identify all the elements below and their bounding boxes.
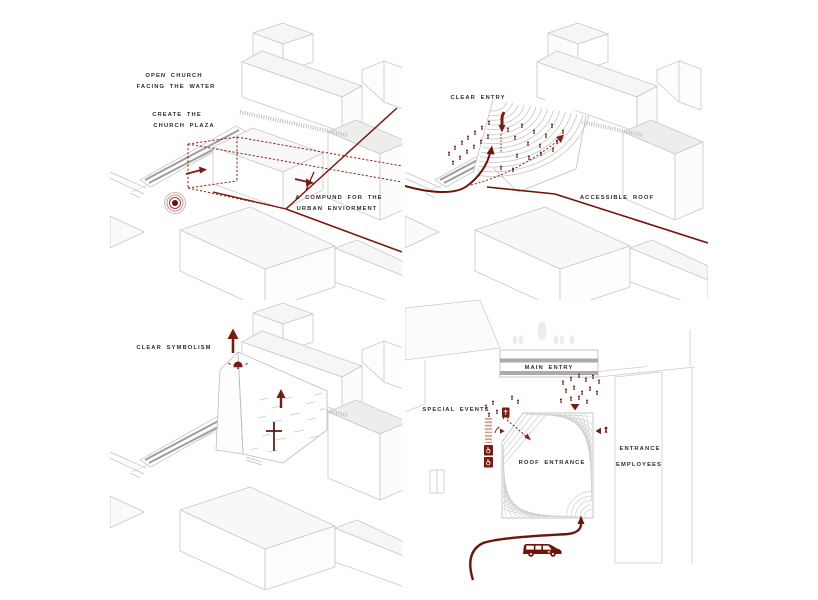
panel1-drawing	[110, 21, 402, 300]
target-rings-icon	[164, 192, 186, 214]
person-icon	[466, 149, 468, 154]
casket-dashed-arrow	[506, 419, 528, 438]
label-church-plaza: CHURCH PLAZA	[153, 123, 215, 129]
label-open-church: OPEN CHURCH	[145, 73, 203, 79]
employee-person-icon	[604, 426, 608, 433]
person-icon	[560, 398, 562, 403]
drive-arrowhead-icon	[577, 515, 585, 524]
person-icon	[454, 145, 456, 150]
approach-swoosh-arrow	[405, 152, 491, 194]
cross-icon	[266, 422, 282, 451]
up-arrow-icon	[227, 328, 286, 408]
person-icon	[598, 379, 600, 384]
person-icon	[511, 395, 513, 400]
panel-clear-symbolism: CLEAR SYMBOLISM	[110, 300, 402, 590]
left-triangle-icon	[595, 427, 601, 435]
fan-roof-base	[473, 100, 586, 194]
roof-dashed-arrow	[466, 138, 561, 187]
person-icon	[581, 390, 583, 395]
panel3-drawing	[110, 301, 402, 590]
plan-context	[405, 300, 696, 564]
label-special-events: SPECIAL EVENTS	[422, 407, 490, 413]
fan-roof-edges	[472, 99, 587, 193]
person-icon	[488, 412, 490, 417]
label-facing-water: FACING THE WATER	[136, 84, 216, 90]
person-icon	[586, 399, 588, 404]
entry-arrow-icon	[294, 171, 315, 191]
church-building	[215, 351, 328, 466]
person-icon	[517, 399, 519, 404]
facade-hatching	[249, 392, 326, 453]
person-icon	[459, 155, 461, 160]
person-icon	[452, 160, 454, 165]
roof-dashed-arrowhead-icon	[556, 134, 564, 143]
panel2-drawing	[405, 21, 708, 300]
label-create-the: CREATE THE	[152, 112, 202, 118]
tree-icons	[512, 321, 575, 345]
panel-clear-entry: CLEAR ENTRY ACCESSIBLE ROOF	[405, 20, 708, 300]
person-icon	[467, 135, 469, 140]
main-entry-band	[499, 349, 599, 378]
person-icon	[562, 380, 564, 385]
swoosh-arrowhead-icon	[486, 145, 495, 155]
person-icon	[565, 388, 567, 393]
label-main-entry: MAIN ENTRY	[524, 364, 574, 371]
label-clear-entry: CLEAR ENTRY	[450, 95, 506, 101]
person-icon	[585, 377, 587, 382]
person-icon	[474, 130, 476, 135]
person-icon	[570, 396, 572, 401]
label-entrance: ENTRANCE	[619, 446, 661, 452]
person-icon	[596, 390, 598, 395]
bell-icon	[228, 361, 248, 370]
fan-roof-arcs-icon	[475, 102, 590, 177]
person-icon	[473, 144, 475, 149]
person-icon	[589, 386, 591, 391]
down-triangle-icon	[570, 404, 580, 411]
panel-open-church: OPEN CHURCH FACING THE WATER CREATE THE …	[110, 20, 402, 300]
person-icon	[481, 125, 483, 130]
street-line	[486, 186, 708, 244]
right-arrow-icon	[185, 166, 207, 175]
wheelchair-icon	[484, 445, 493, 468]
person-icon	[570, 376, 572, 381]
drive-path-arrow	[469, 523, 583, 581]
casket-arrowhead-icon	[524, 433, 531, 441]
label-roof-entrance: ROOF ENTRANCE	[518, 460, 586, 466]
person-icon	[496, 409, 498, 414]
hearse-icon	[523, 544, 562, 557]
panel-entry-plan: SPECIAL EVENTS MAIN ENTRY ROOF ENTRANCE …	[405, 300, 708, 590]
person-icon	[461, 140, 463, 145]
roof-contour-lines	[501, 412, 592, 517]
panel4-drawing	[405, 300, 696, 581]
stroller-arrow-icon	[494, 426, 505, 434]
person-icon	[573, 385, 575, 390]
person-icon	[492, 400, 494, 405]
compound-boundary-line	[212, 107, 402, 253]
person-icon	[578, 395, 580, 400]
label-clear-symbolism: CLEAR SYMBOLISM	[136, 345, 212, 351]
entry-down-arrow-icon	[498, 111, 506, 133]
casket-icon	[502, 407, 510, 419]
label-employees: EMPLOYEES	[616, 462, 662, 468]
label-accessible-roof: ACCESSIBLE ROOF	[579, 195, 655, 201]
label-compound-1: A COMPUND FOR THE	[295, 195, 383, 201]
person-icon	[448, 151, 450, 156]
label-compound-2: URBAN ENVIORMENT	[296, 206, 378, 212]
